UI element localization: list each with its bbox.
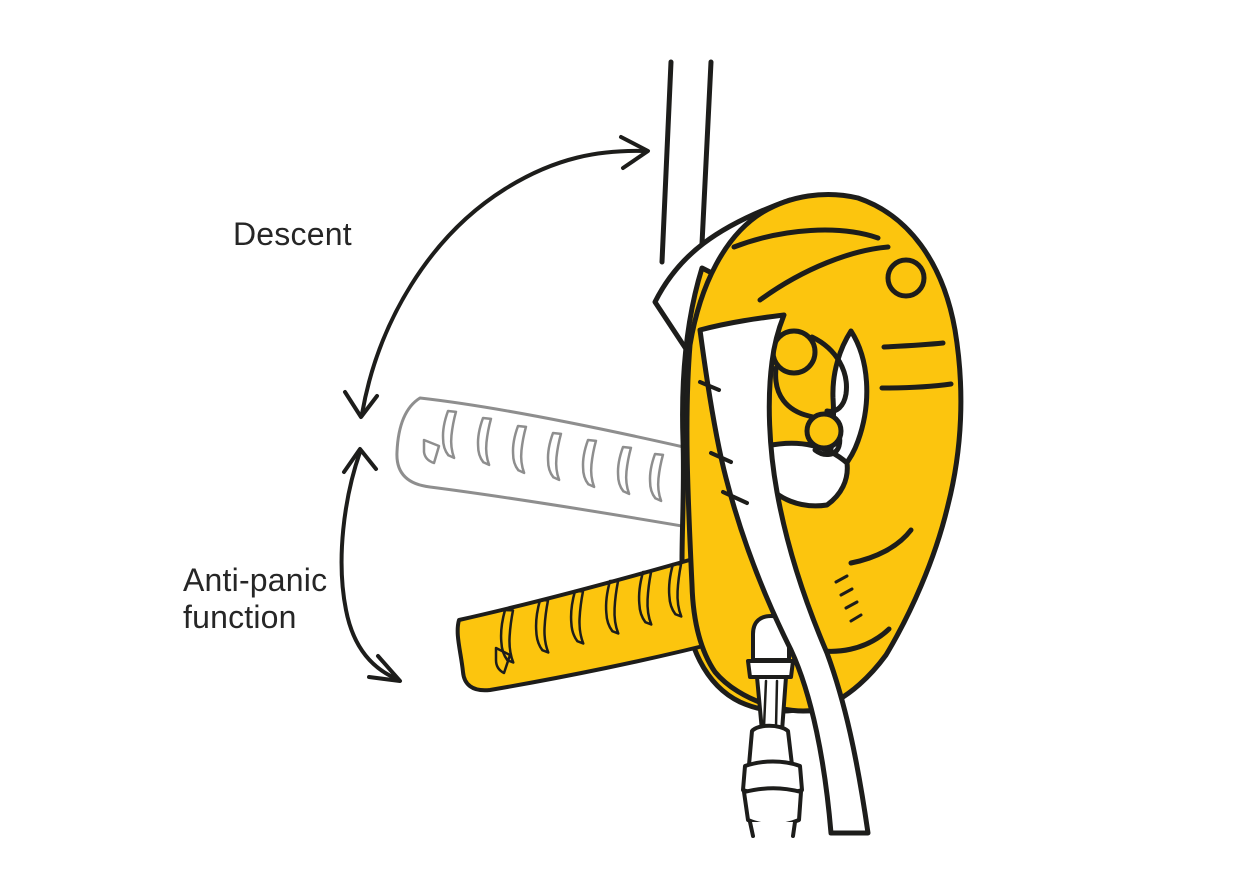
lowered-handle-icon: [455, 555, 729, 693]
rivet-icon: [885, 257, 927, 299]
anti-panic-label: Anti-panic function: [183, 562, 328, 635]
raised-handle-ghost-icon: [395, 396, 696, 530]
descent-label: Descent: [233, 216, 352, 252]
rope-free-end-icon: [697, 312, 871, 836]
anchor-rope-icon: [659, 59, 714, 268]
descent-arc-arrow-icon: [343, 135, 650, 419]
rope-stitch-marks-icon: [834, 574, 863, 623]
cam-mechanism-icon: [759, 328, 870, 509]
body-edge-ticks-icon: [698, 380, 749, 505]
anti-panic-arc-arrow-icon: [339, 447, 402, 683]
